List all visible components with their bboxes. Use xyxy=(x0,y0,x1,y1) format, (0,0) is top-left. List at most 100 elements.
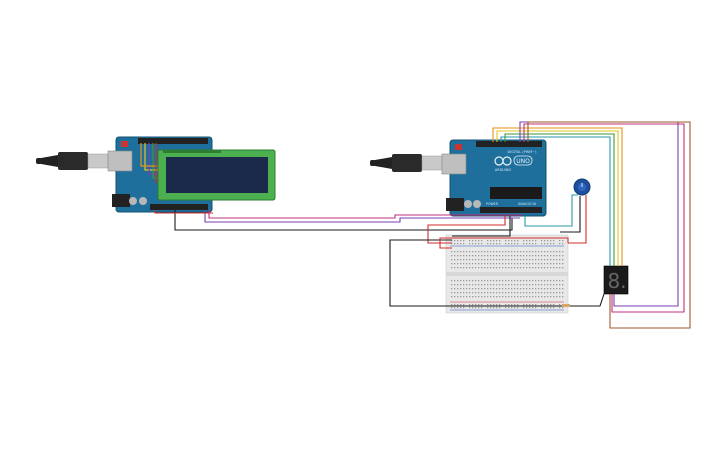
breadboard-hole xyxy=(478,292,480,294)
breadboard-hole xyxy=(499,263,501,265)
right-board-usb-port xyxy=(441,153,467,175)
breadboard-hole xyxy=(451,259,453,261)
breadboard-hole xyxy=(511,292,513,294)
left-board-capacitor-1 xyxy=(129,197,137,205)
breadboard-hole xyxy=(556,280,558,282)
breadboard-hole xyxy=(475,263,477,265)
breadboard-hole xyxy=(505,304,507,306)
breadboard-hole xyxy=(460,255,462,257)
breadboard-hole xyxy=(487,267,489,269)
lcd-display[interactable] xyxy=(157,149,276,201)
breadboard-hole xyxy=(517,296,519,298)
arduino-label: ARDUINO xyxy=(495,168,512,172)
breadboard-hole xyxy=(484,288,486,290)
breadboard-hole xyxy=(478,296,480,298)
breadboard-hole xyxy=(517,304,519,306)
left-usb-cable[interactable] xyxy=(36,152,109,170)
breadboard-hole xyxy=(505,267,507,269)
potentiometer[interactable] xyxy=(573,178,591,196)
right-arduino-board[interactable]: DIGITAL (PWM~) UNO ARDUINO ANALOG IN POW… xyxy=(441,139,547,217)
breadboard-hole xyxy=(559,288,561,290)
breadboard-hole xyxy=(532,255,534,257)
breadboard-hole xyxy=(514,255,516,257)
breadboard-hole xyxy=(514,259,516,261)
breadboard-hole xyxy=(481,240,483,242)
breadboard-hole xyxy=(523,292,525,294)
breadboard-hole xyxy=(535,267,537,269)
breadboard-center-channel xyxy=(446,272,568,276)
breadboard-hole xyxy=(529,243,531,245)
breadboard-hole xyxy=(472,255,474,257)
breadboard-hole xyxy=(457,243,459,245)
breadboard[interactable] xyxy=(445,234,570,314)
breadboard-hole xyxy=(478,259,480,261)
breadboard-hole xyxy=(541,267,543,269)
breadboard-hole xyxy=(499,251,501,253)
breadboard-hole xyxy=(457,251,459,253)
breadboard-hole xyxy=(457,284,459,286)
left-board-capacitor-2 xyxy=(139,197,147,205)
breadboard-hole xyxy=(499,307,501,309)
breadboard-hole xyxy=(553,267,555,269)
breadboard-hole xyxy=(463,251,465,253)
left-board-reset-button[interactable] xyxy=(121,141,128,147)
breadboard-hole xyxy=(517,243,519,245)
breadboard-hole xyxy=(493,259,495,261)
breadboard-hole xyxy=(508,304,510,306)
breadboard-hole xyxy=(541,307,543,309)
breadboard-hole xyxy=(562,296,564,298)
wire-black-seg-ground xyxy=(570,293,605,307)
breadboard-hole xyxy=(526,243,528,245)
breadboard-hole xyxy=(460,280,462,282)
seven-segment-display[interactable]: 8. xyxy=(603,265,629,295)
left-board-digital-header xyxy=(138,138,208,144)
breadboard-hole xyxy=(469,304,471,306)
breadboard-hole xyxy=(547,284,549,286)
breadboard-hole xyxy=(487,296,489,298)
breadboard-hole xyxy=(544,296,546,298)
breadboard-hole xyxy=(517,292,519,294)
breadboard-hole xyxy=(532,280,534,282)
breadboard-hole xyxy=(499,240,501,242)
breadboard-hole xyxy=(526,240,528,242)
right-board-reset-button[interactable] xyxy=(455,144,462,150)
breadboard-hole xyxy=(466,296,468,298)
breadboard-hole xyxy=(487,304,489,306)
breadboard-hole xyxy=(454,304,456,306)
breadboard-hole xyxy=(508,251,510,253)
breadboard-hole xyxy=(487,288,489,290)
wire-orange-seg xyxy=(492,127,623,266)
breadboard-hole xyxy=(511,240,513,242)
breadboard-hole xyxy=(481,292,483,294)
breadboard-hole xyxy=(550,292,552,294)
resistor[interactable] xyxy=(562,304,570,307)
breadboard-hole xyxy=(499,292,501,294)
breadboard-hole xyxy=(490,255,492,257)
breadboard-hole xyxy=(520,251,522,253)
breadboard-hole xyxy=(526,292,528,294)
breadboard-hole xyxy=(508,296,510,298)
breadboard-hole xyxy=(478,263,480,265)
breadboard-hole xyxy=(475,243,477,245)
breadboard-hole xyxy=(511,288,513,290)
breadboard-hole xyxy=(511,296,513,298)
breadboard-hole xyxy=(481,259,483,261)
breadboard-hole xyxy=(529,288,531,290)
breadboard-hole xyxy=(535,255,537,257)
breadboard-hole xyxy=(481,304,483,306)
breadboard-hole xyxy=(526,307,528,309)
breadboard-hole xyxy=(547,267,549,269)
breadboard-hole xyxy=(472,292,474,294)
breadboard-hole xyxy=(553,296,555,298)
breadboard-hole xyxy=(463,255,465,257)
breadboard-hole xyxy=(550,296,552,298)
breadboard-hole xyxy=(511,263,513,265)
right-usb-cable[interactable] xyxy=(370,154,443,172)
breadboard-hole xyxy=(517,255,519,257)
breadboard-hole xyxy=(508,259,510,261)
breadboard-hole xyxy=(553,259,555,261)
breadboard-hole xyxy=(493,240,495,242)
breadboard-hole xyxy=(541,259,543,261)
breadboard-hole xyxy=(469,251,471,253)
